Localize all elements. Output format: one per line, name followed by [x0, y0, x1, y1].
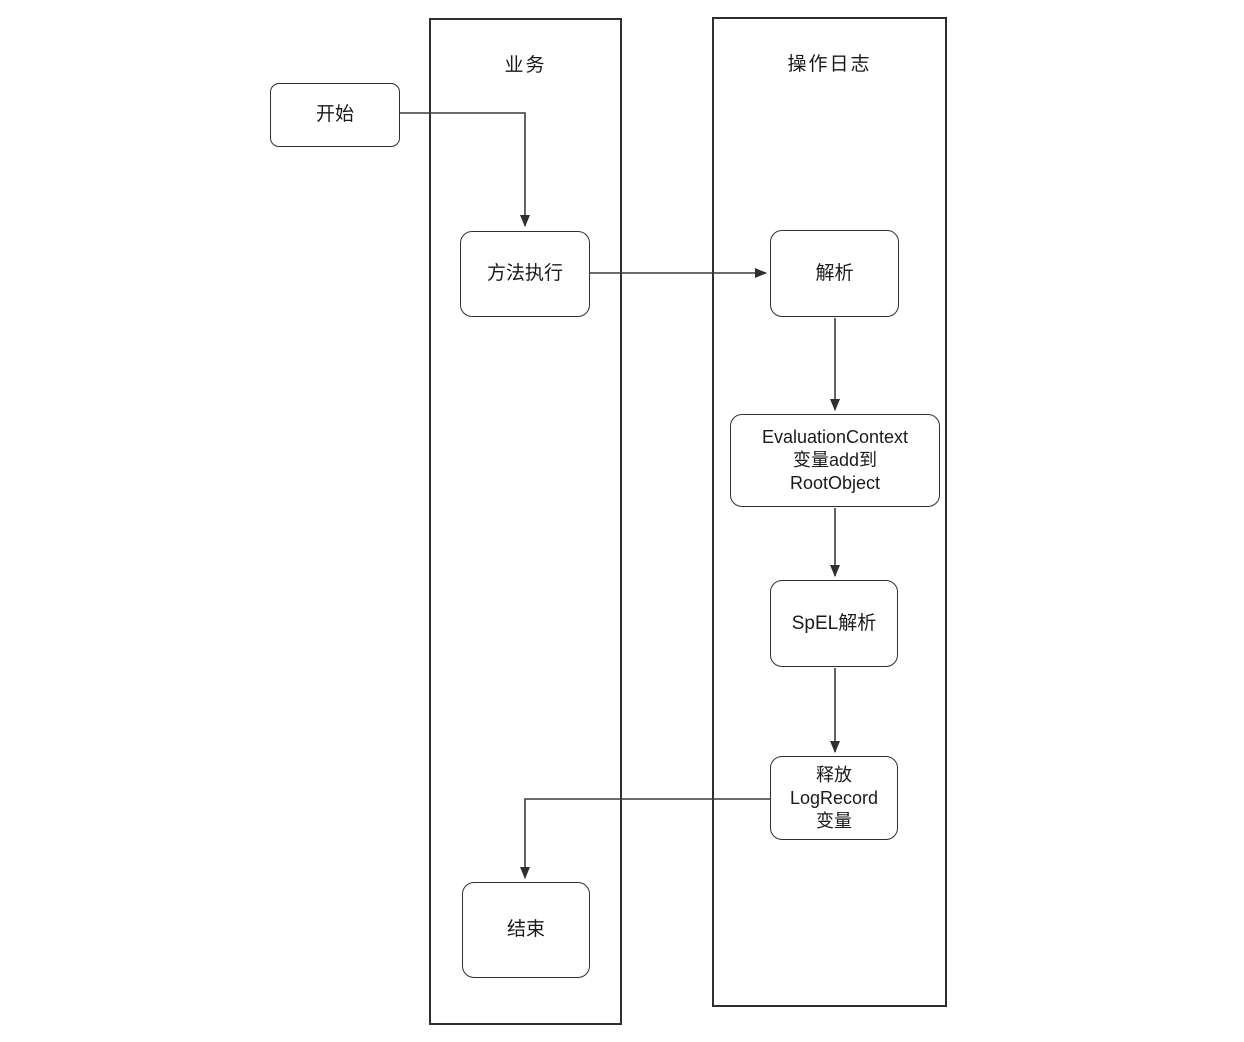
lane-business-title: 业务: [504, 55, 547, 76]
lane-operation-log-title: 操作日志: [787, 54, 872, 75]
node-spel-parse-label: SpEL解析: [791, 612, 877, 634]
node-eval-context-line3: RootObject: [789, 473, 881, 493]
edge-release-to-end: [520, 798, 770, 879]
node-release-line3: 变量: [816, 810, 852, 831]
node-release-logrecord: 释放 LogRecord 变量: [770, 756, 898, 840]
edge-start-to-method-exec: [400, 112, 530, 227]
node-eval-context: EvaluationContext 变量add到 RootObject: [730, 414, 940, 507]
node-start: 开始: [270, 83, 400, 147]
node-end: 结束: [462, 882, 590, 978]
node-end-label: 结束: [506, 919, 545, 940]
node-eval-context-line2: 变量add到: [792, 450, 878, 470]
node-parse-label: 解析: [815, 262, 854, 284]
lane-operation-log: 操作日志: [712, 17, 947, 1007]
node-eval-context-line1: EvaluationContext: [761, 427, 909, 447]
lane-business: 业务: [429, 18, 622, 1025]
node-release-line1: 释放: [816, 764, 852, 785]
node-parse: 解析: [770, 230, 899, 317]
node-method-exec-label: 方法执行: [486, 263, 563, 284]
node-spel-parse: SpEL解析: [770, 580, 898, 667]
node-method-exec: 方法执行: [460, 231, 590, 317]
node-start-label: 开始: [315, 104, 354, 125]
node-release-line2: LogRecord: [789, 787, 879, 808]
